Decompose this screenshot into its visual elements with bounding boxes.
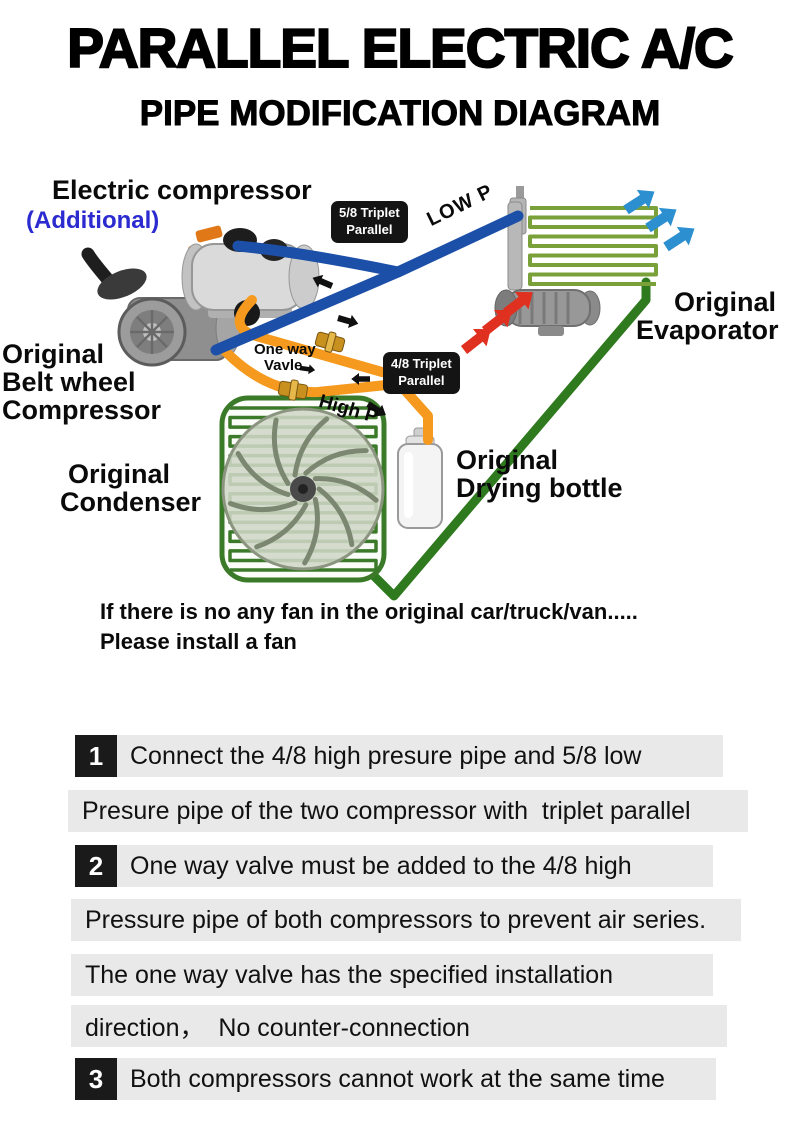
instruction-text: Connect the 4/8 high presure pipe and 5/… (130, 741, 642, 770)
instruction-row-2b: Pressure pipe of both compressors to pre… (71, 899, 741, 941)
one-way-valve-label-line2: Vavle (264, 357, 303, 374)
belt-compressor-label-line3: Compressor (2, 395, 162, 425)
instruction-text: Both compressors cannot work at the same… (130, 1064, 665, 1093)
instruction-text: The one way valve has the specified inst… (85, 960, 614, 989)
belt-compressor-label-line2: Belt wheel (2, 367, 136, 397)
additional-label: (Additional) (26, 207, 160, 234)
belt-compressor-label-line1: Original (2, 339, 105, 369)
instruction-text: One way valve must be added to the 4/8 h… (130, 851, 632, 880)
triplet-58-line1: 5/8 Triplet (339, 205, 400, 220)
triplet-58-badge: 5/8 Triplet Parallel (331, 201, 408, 243)
condenser-label-line2: Condenser (60, 487, 202, 517)
drying-bottle-label-line1: Original (456, 445, 559, 475)
fan-note-line1: If there is no any fan in the original c… (100, 599, 638, 624)
instruction-row-1b: Presure pipe of the two compressor with … (68, 790, 748, 832)
instruction-row-3: 3 Both compressors cannot work at the sa… (75, 1058, 716, 1100)
electric-compressor-label: Electric compressor (52, 175, 312, 205)
instruction-row-2c: The one way valve has the specified inst… (71, 954, 713, 996)
fan-note-line2: Please install a fan (100, 629, 297, 654)
one-way-valve-label-line1: One way (254, 341, 316, 358)
instruction-row-1: 1 Connect the 4/8 high presure pipe and … (75, 735, 723, 777)
step-number-3: 3 (75, 1058, 117, 1100)
condenser-label-line1: Original (68, 459, 171, 489)
triplet-58-line2: Parallel (346, 221, 393, 237)
instruction-row-2: 2 One way valve must be added to the 4/8… (75, 845, 713, 887)
instruction-text: direction， No counter-connection (85, 1014, 470, 1042)
evaporator-label-line1: Original (674, 287, 777, 317)
drying-bottle-label-line2: Drying bottle (456, 473, 623, 503)
step-number-1: 1 (75, 735, 117, 777)
step-number-2: 2 (75, 845, 117, 887)
triplet-48-line2: Parallel (398, 372, 445, 388)
page-title: PARALLEL ELECTRIC A/C (66, 16, 734, 80)
instruction-text: Presure pipe of the two compressor with … (82, 796, 691, 825)
instruction-text: Pressure pipe of both compressors to pre… (85, 905, 707, 934)
triplet-48-badge: 4/8 Triplet Parallel (383, 352, 460, 394)
evaporator-label-line2: Evaporator (636, 315, 779, 345)
instruction-row-2d: direction， No counter-connection (71, 1005, 727, 1047)
page-subtitle: PIPE MODIFICATION DIAGRAM (139, 94, 661, 134)
triplet-48-line1: 4/8 Triplet (391, 356, 452, 371)
